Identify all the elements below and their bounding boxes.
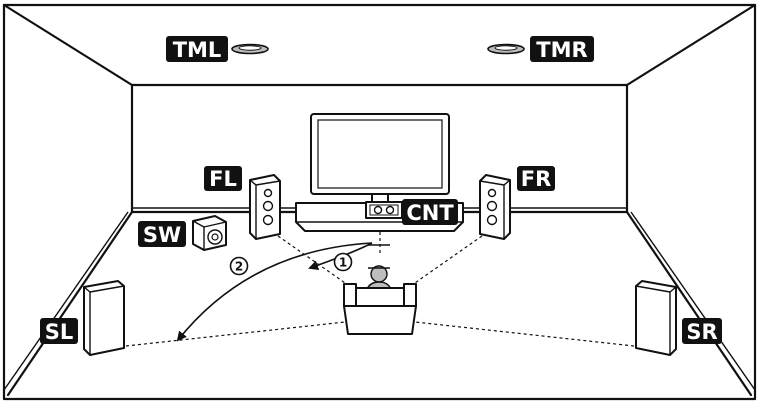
marker-two: 2	[229, 256, 249, 276]
front-left-speaker	[249, 174, 281, 240]
center-speaker	[365, 201, 403, 219]
guide-fr	[401, 235, 483, 293]
sofa-arm-right	[403, 283, 417, 307]
label-sr: SR	[682, 318, 722, 344]
label-fl: FL	[204, 166, 242, 191]
ceiling-edge-right	[625, 3, 757, 87]
subwoofer	[192, 215, 227, 251]
svg-text:SL: SL	[45, 320, 74, 344]
baseboard-right	[630, 211, 756, 391]
label-tmr: TMR	[530, 36, 594, 62]
svg-text:FL: FL	[209, 167, 237, 191]
ceiling-speaker-right	[487, 43, 525, 55]
label-tml: TML	[166, 36, 228, 62]
label-fr: FR	[517, 166, 555, 191]
television	[310, 113, 450, 204]
floor-edge-left	[6, 210, 134, 397]
sofa-arm-left	[343, 283, 357, 307]
sofa-seat	[343, 305, 417, 335]
baseboard-left	[3, 211, 129, 391]
marker-one: 1	[333, 252, 353, 272]
distance-arrows	[176, 242, 390, 342]
svg-text:FR: FR	[521, 167, 552, 191]
svg-text:SR: SR	[686, 320, 717, 344]
room-frame	[2, 3, 757, 401]
svg-text:TMR: TMR	[536, 38, 587, 62]
svg-text:2: 2	[235, 260, 243, 274]
svg-text:CNT: CNT	[406, 201, 454, 225]
surround-right-speaker	[635, 280, 677, 356]
surround-left-speaker	[83, 280, 125, 356]
arrow-one	[308, 242, 373, 271]
svg-text:SW: SW	[143, 223, 181, 247]
svg-text:TML: TML	[173, 38, 222, 62]
svg-text:1: 1	[339, 256, 347, 270]
floor-edge-right	[625, 210, 753, 397]
label-sw: SW	[138, 221, 186, 247]
sofa-back	[349, 287, 411, 307]
guide-sl	[125, 321, 346, 347]
label-cnt: CNT	[402, 199, 458, 225]
arrow-two	[176, 242, 373, 342]
label-sl: SL	[40, 318, 78, 344]
ceiling-edge-left	[2, 3, 134, 87]
sofa	[343, 283, 417, 335]
ceiling-speaker-left	[231, 43, 269, 55]
guide-sr	[414, 321, 635, 347]
front-right-speaker	[479, 174, 511, 240]
